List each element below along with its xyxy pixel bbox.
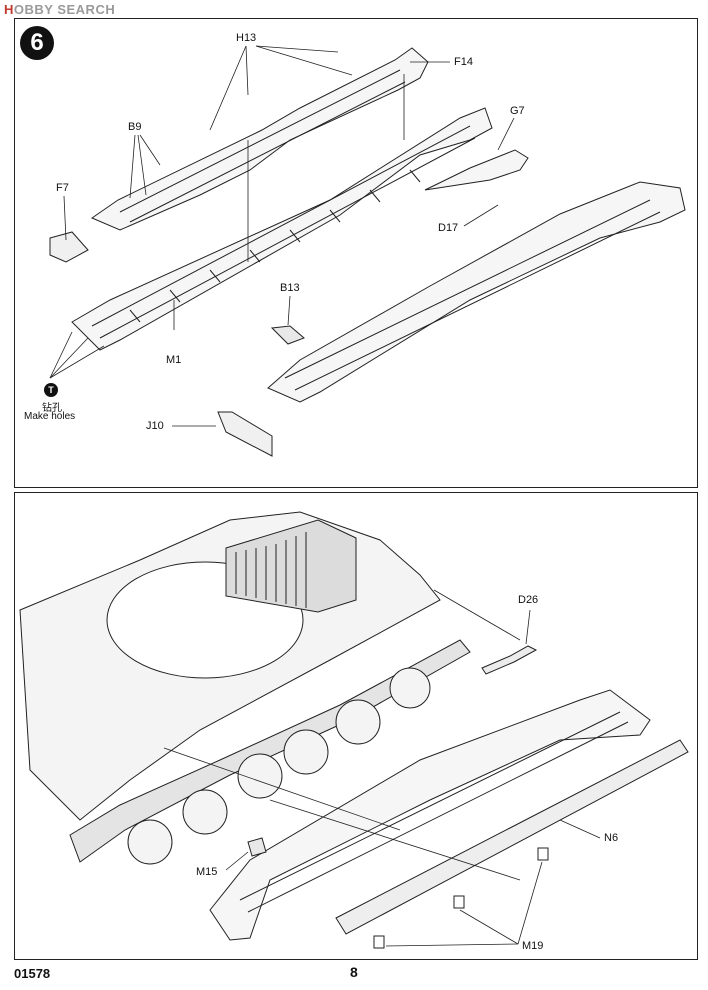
product-code: 01578 (14, 966, 51, 981)
part-d26 (481, 645, 538, 675)
label-d17: D17 (438, 222, 459, 234)
tank-hull (19, 511, 441, 821)
label-b13: B13 (280, 282, 300, 294)
label-d26: D26 (518, 594, 539, 606)
part-m19-pins (373, 847, 549, 949)
part-f7 (49, 231, 89, 263)
label-n6: N6 (604, 832, 619, 844)
label-g7: G7 (510, 105, 525, 117)
fender-m1 (71, 107, 493, 351)
note-chinese: 钻孔 (42, 403, 62, 414)
label-m15: M15 (196, 866, 218, 878)
label-f7: F7 (56, 182, 69, 194)
label-m1: M1 (166, 354, 182, 366)
step-number-badge: 6 (20, 26, 54, 60)
page-number: 8 (350, 964, 358, 980)
note-english: Make holes (24, 411, 76, 422)
label-j10: J10 (146, 420, 164, 432)
part-b13 (270, 325, 305, 345)
watermark-brand-b: OBBY SEARCH (13, 2, 116, 17)
part-g7 (424, 149, 529, 191)
part-j10 (217, 411, 273, 457)
step-panel-bottom (14, 492, 698, 960)
label-m19: M19 (522, 940, 544, 952)
step-panel-top (14, 18, 698, 488)
track-run (69, 639, 471, 865)
fender-right (267, 181, 686, 403)
label-b9: B9 (128, 121, 142, 133)
part-n6 (335, 739, 689, 935)
watermark-brand-a: H (4, 2, 14, 17)
fender-bottom (209, 689, 651, 941)
fender-upper-strip (90, 47, 429, 231)
label-h13: H13 (236, 32, 257, 44)
watermark-logo: HOBBY SEARCH (4, 2, 115, 17)
label-f14: F14 (454, 56, 473, 68)
drill-icon: T (44, 383, 58, 397)
part-m15 (247, 837, 267, 857)
